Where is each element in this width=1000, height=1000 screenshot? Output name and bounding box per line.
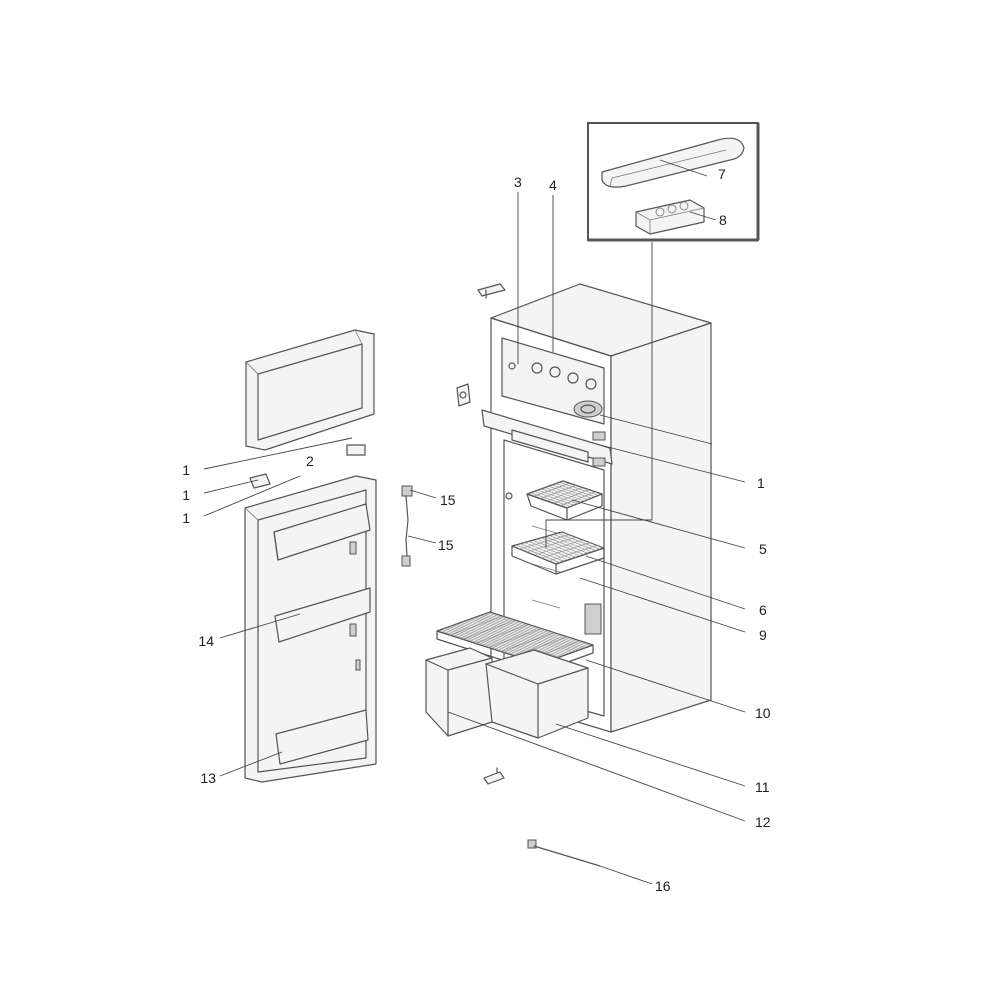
freezer-door <box>245 329 375 456</box>
crisper-drawer-right <box>485 649 589 739</box>
callout-1-d: 1 <box>757 475 765 491</box>
callout-8: 8 <box>719 212 727 228</box>
shelf-bar-part-7 <box>601 137 745 188</box>
callout-3: 3 <box>514 174 522 190</box>
callout-13: 13 <box>200 770 216 786</box>
upper-wire-shelf <box>526 480 603 521</box>
crisper-drawer-left <box>425 647 493 737</box>
callout-16: 16 <box>655 878 671 894</box>
bottom-hinge <box>483 767 505 785</box>
callout-1-c: 1 <box>182 510 190 526</box>
shelf-grid-lines <box>439 482 601 664</box>
fan-dial <box>573 400 603 418</box>
sensor-cable-part-15 <box>401 485 413 567</box>
callout-1-a: 1 <box>182 462 190 478</box>
callout-labels: 1 1 1 1 2 3 4 5 6 7 8 9 10 11 12 13 14 1… <box>182 166 771 894</box>
callout-4: 4 <box>549 177 557 193</box>
callout-7: 7 <box>718 166 726 182</box>
top-hinge <box>477 283 506 299</box>
callout-5: 5 <box>759 541 767 557</box>
egg-tray-part-8 <box>635 199 705 235</box>
drain-rod-part-16 <box>527 839 601 867</box>
callout-9: 9 <box>759 627 767 643</box>
callout-15-a: 15 <box>440 492 456 508</box>
callout-1-b: 1 <box>182 487 190 503</box>
callout-11: 11 <box>755 779 770 795</box>
refrigerator-cabinet <box>456 283 712 733</box>
middle-hinge <box>456 383 471 407</box>
leader-lines <box>203 159 746 885</box>
callout-2: 2 <box>306 453 314 469</box>
fridge-door <box>244 475 377 783</box>
callout-12: 12 <box>755 814 771 830</box>
control-knob <box>508 362 597 390</box>
callout-6: 6 <box>759 602 767 618</box>
callout-15-b: 15 <box>438 537 454 553</box>
callout-14: 14 <box>198 633 214 649</box>
door-hinge-clip <box>249 473 271 489</box>
callout-10: 10 <box>755 705 771 721</box>
inset-detail-box <box>587 122 760 242</box>
